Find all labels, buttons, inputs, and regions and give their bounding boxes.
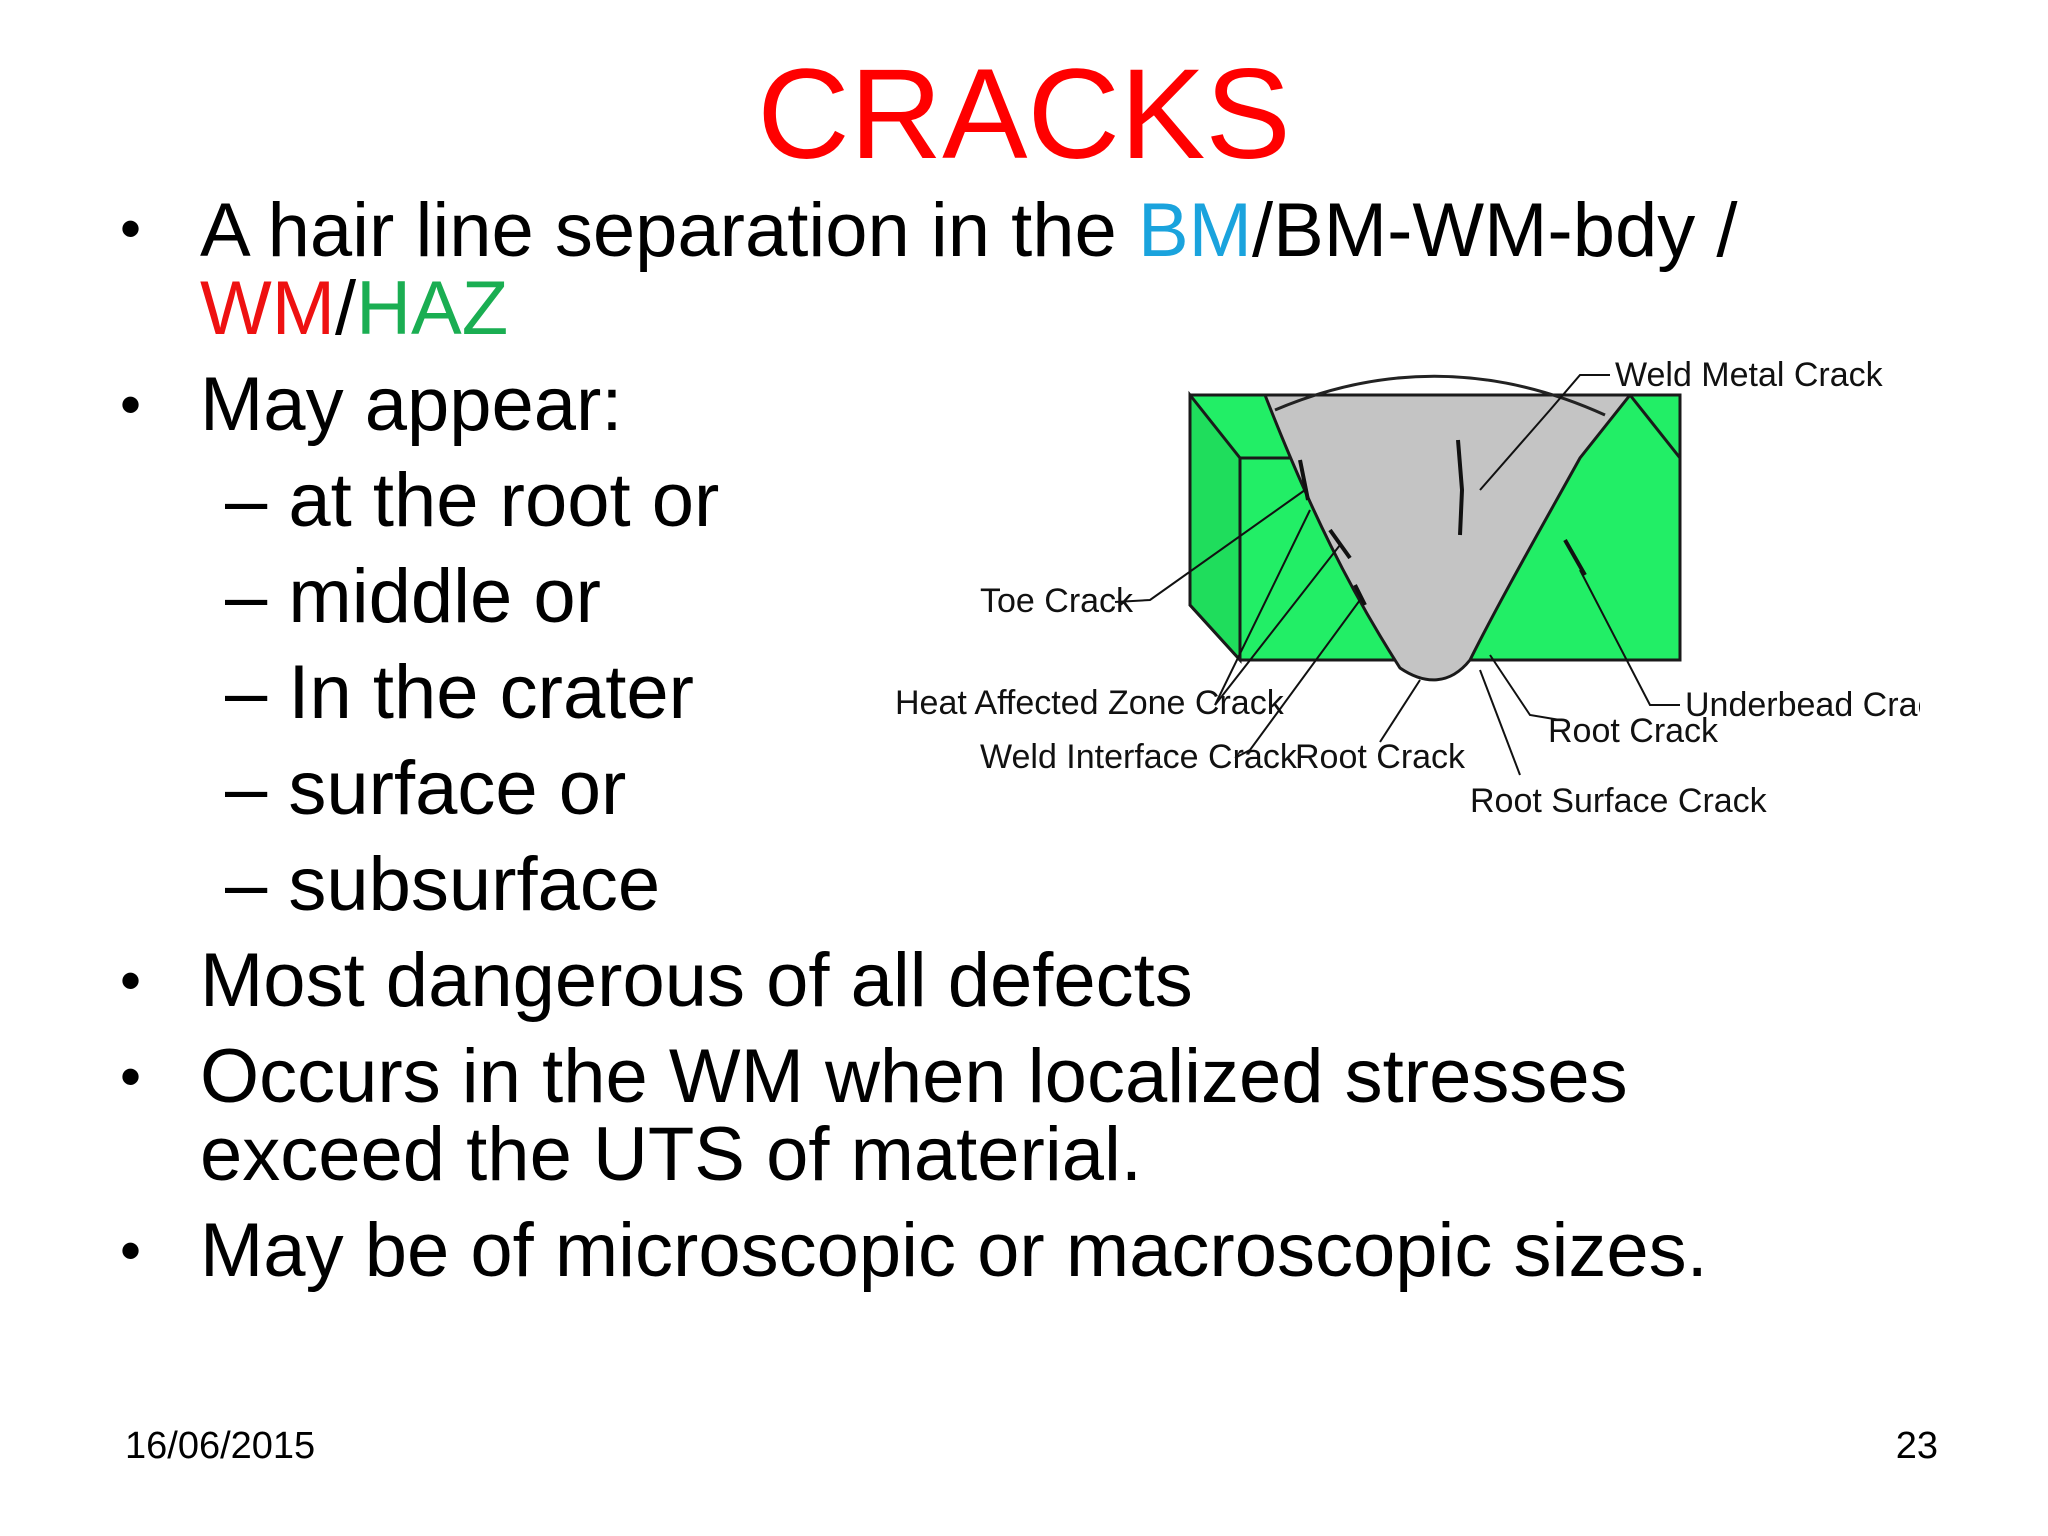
- leader-interface: [1234, 599, 1361, 759]
- interface-crack-mark: [1353, 584, 1367, 606]
- leader-root-bottom: [1379, 679, 1421, 743]
- haz-crack-mark: [1328, 528, 1352, 560]
- underbead-crack-mark: [1563, 539, 1587, 576]
- leader-weld-metal: [1479, 374, 1610, 491]
- bullet-hairline-separation: A hair line separation in the BM/BM-WM-b…: [200, 192, 1738, 348]
- bullet-sizes: May be of microscopic or macroscopic siz…: [200, 1208, 1708, 1293]
- bullet-occurs-in-wm: Occurs in the WM when localized stresses…: [200, 1038, 1628, 1194]
- bullet-marker: •: [120, 371, 142, 438]
- label-root-crack-right: Root Crack: [1548, 712, 1719, 750]
- bullet-4-line1: Occurs in the WM when localized stresses: [200, 1034, 1628, 1119]
- label-weld-metal-crack: Weld Metal Crack: [1615, 356, 1884, 394]
- leader-haz-2: [1214, 509, 1311, 706]
- sub-item: – subsurface: [225, 842, 661, 927]
- weld-crack-diagram: Weld Metal Crack Toe Crack Heat Affected…: [895, 356, 1920, 820]
- label-weld-interface-crack: Weld Interface Crack: [980, 738, 1298, 776]
- label-root-surface-crack: Root Surface Crack: [1470, 782, 1768, 820]
- footer-page-number: 23: [1895, 1425, 1938, 1467]
- label-toe-crack: Toe Crack: [980, 582, 1134, 620]
- bullet-1-haz: HAZ: [356, 266, 509, 351]
- bullet-1-wm: WM: [200, 266, 336, 351]
- leader-toe: [1114, 489, 1306, 603]
- bullet-4-line2: exceed the UTS of material.: [200, 1112, 1142, 1197]
- weld-metal: [1262, 393, 1634, 682]
- leader-haz: [1214, 544, 1341, 706]
- label-haz-crack: Heat Affected Zone Crack: [895, 684, 1285, 722]
- bullet-marker: •: [120, 1043, 142, 1110]
- toe-crack-mark: [1298, 459, 1310, 501]
- bullet-marker: •: [120, 195, 142, 262]
- bullet-marker: •: [120, 1217, 142, 1284]
- bullet-most-dangerous: Most dangerous of all defects: [200, 938, 1193, 1023]
- base-metal-left-face: [1188, 390, 1242, 664]
- bullet-marker: •: [120, 947, 142, 1014]
- label-underbead-crack: Underbead Crack: [1685, 686, 1920, 724]
- block-right-edge: [1628, 394, 1682, 660]
- bullet-may-appear: May appear:: [200, 362, 623, 447]
- sub-item: – In the crater: [225, 650, 694, 735]
- label-root-crack-bottom: Root Crack: [1295, 738, 1466, 776]
- weld-metal-crack-mark: [1456, 439, 1465, 536]
- bullet-1-mid: /BM-WM-bdy /: [1251, 188, 1738, 273]
- sub-item: – middle or: [225, 554, 601, 639]
- leader-root-surface: [1479, 669, 1521, 776]
- leader-underbead: [1579, 569, 1680, 706]
- leader-root-right: [1489, 654, 1561, 721]
- bullet-1-bm: BM: [1137, 188, 1252, 273]
- sub-item: – surface or: [225, 746, 627, 831]
- bullet-1-prefix: A hair line separation in the: [200, 188, 1138, 273]
- sub-item: – at the root or: [225, 458, 720, 543]
- bullet-1-slash: /: [335, 266, 357, 351]
- slide-title: CRACKS: [757, 43, 1291, 186]
- footer-date: 16/06/2015: [125, 1425, 316, 1467]
